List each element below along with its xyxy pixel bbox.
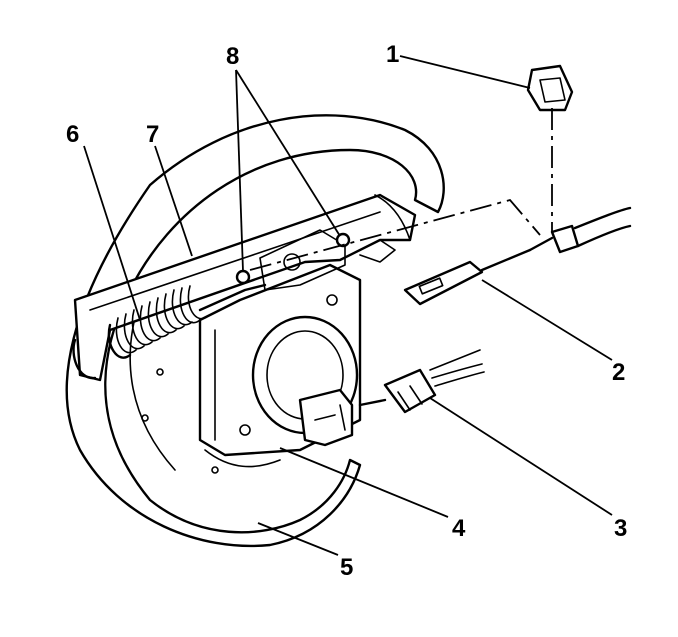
centerline xyxy=(249,198,541,271)
callout-1: 1 xyxy=(386,41,399,68)
retaining-clip xyxy=(526,64,574,232)
callout-4: 4 xyxy=(452,515,466,542)
brake-lever-bracket xyxy=(72,193,417,382)
callout-5: 5 xyxy=(340,554,353,581)
callout-8: 8 xyxy=(226,43,239,70)
actuator-plate xyxy=(198,229,362,457)
parking-brake-cable xyxy=(403,206,632,306)
return-spring xyxy=(107,283,267,359)
callout-3: 3 xyxy=(614,515,627,542)
callouts: 1 2 3 4 5 6 7 8 xyxy=(66,41,627,581)
callout-7: 7 xyxy=(146,121,159,148)
callout-6: 6 xyxy=(66,121,79,148)
electrical-connector xyxy=(358,349,485,414)
leader-lines xyxy=(83,55,613,556)
callout-2: 2 xyxy=(612,359,625,386)
